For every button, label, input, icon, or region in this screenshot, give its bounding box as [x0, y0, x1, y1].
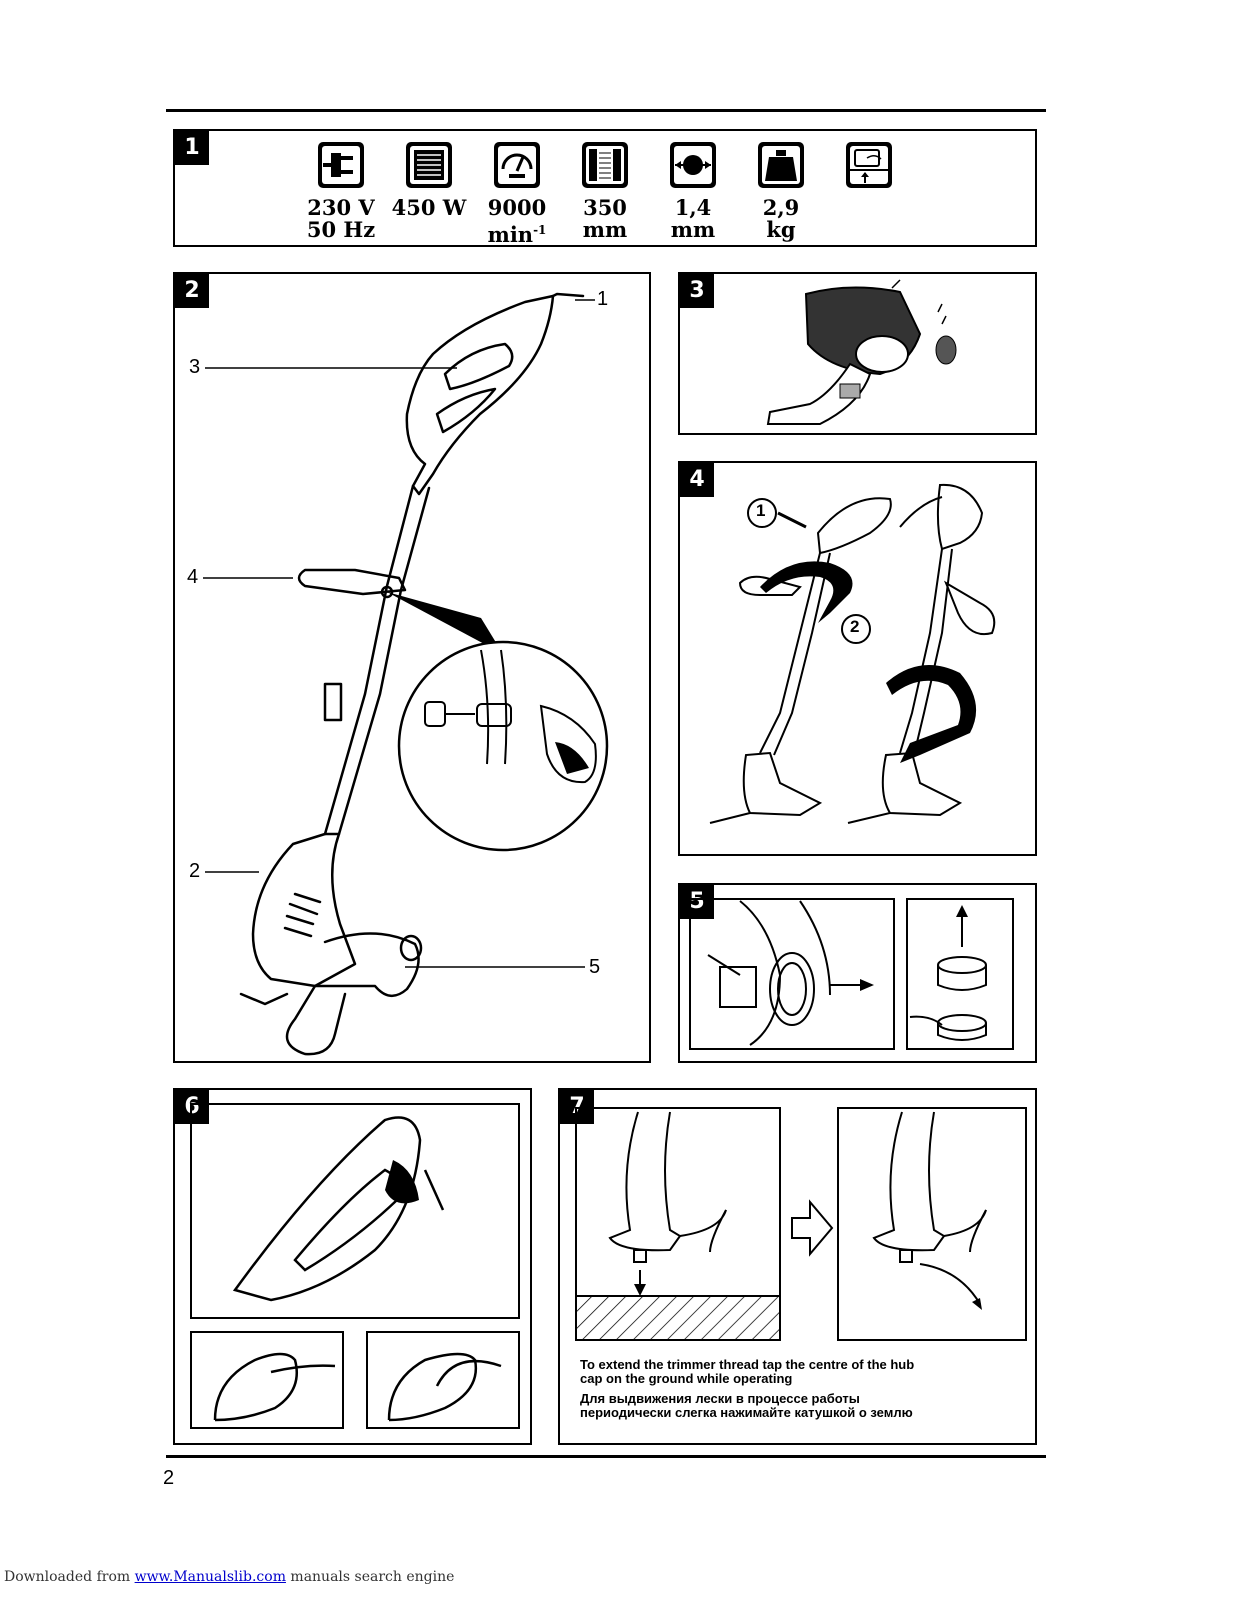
footer: Downloaded from www.Manualslib.com manua… — [4, 1569, 454, 1585]
cutting-width-icon — [582, 142, 628, 188]
line-threading-illustration — [190, 1103, 520, 1429]
callout-step-2: 2 — [850, 617, 860, 636]
panel-5-spool-removal: 5 — [678, 883, 1037, 1063]
spec-weight-unit: kg — [766, 217, 796, 242]
spec-speed: 9000 min-1 — [477, 141, 557, 246]
spec-line-diameter: 1,4 mm — [653, 141, 733, 241]
spec-speed-unit-base: min — [487, 222, 534, 247]
spool-removal-illustration — [689, 898, 1014, 1050]
caption-english: To extend the trimmer thread tap the cen… — [580, 1357, 915, 1386]
callout-label-4: 4 — [187, 566, 199, 588]
caption-russian: Для выдвижения лески в процессе работы п… — [580, 1391, 913, 1420]
weight-icon — [758, 142, 804, 188]
top-rule — [166, 109, 1046, 112]
panel-number: 4 — [680, 463, 714, 497]
panel-number: 1 — [175, 131, 209, 165]
panel-7-bump-feed: 7 To extend the trimmer thread tap the c… — [558, 1088, 1037, 1445]
footer-prefix: Downloaded from — [4, 1569, 135, 1585]
spec-cord-hook — [829, 141, 909, 189]
panel-6-line-threading: 6 — [173, 1088, 532, 1445]
speedometer-icon — [494, 142, 540, 188]
spec-weight-value: 2,9 — [762, 195, 800, 220]
panel-4-handle-adjustment: 4 1 2 — [678, 461, 1037, 856]
panel-3-guard-fitting: 3 — [678, 272, 1037, 435]
bottom-rule — [166, 1455, 1046, 1458]
motor-icon — [406, 142, 452, 188]
spec-frequency-value: 50 Hz — [306, 217, 376, 242]
bump-feed-illustration — [575, 1107, 1027, 1341]
guard-fitting-illustration — [766, 279, 957, 425]
callout-step-1: 1 — [756, 501, 766, 520]
spec-line-diameter-value: 1,4 — [674, 195, 712, 220]
spec-speed-value: 9000 — [487, 195, 547, 220]
spec-line-diameter-unit: mm — [670, 217, 716, 242]
handle-adjustment-illustration — [709, 483, 996, 824]
spec-power: 450 W — [389, 141, 469, 219]
cord-hook-icon — [846, 142, 892, 188]
spec-cutting-width-value: 350 — [583, 195, 627, 220]
spec-cutting-width: 350 mm — [565, 141, 645, 241]
callout-label-2: 2 — [189, 860, 201, 882]
spec-speed-unit-exponent: -1 — [533, 223, 547, 237]
spec-weight: 2,9 kg — [741, 141, 821, 241]
panel-number: 2 — [175, 274, 209, 308]
panel-1-specifications: 1 230 V 50 Hz 450 W 9000 min-1 — [173, 129, 1037, 247]
panel-number: 5 — [680, 885, 714, 919]
plug-icon — [318, 142, 364, 188]
spec-power-value: 450 W — [391, 195, 467, 220]
line-diameter-icon — [670, 142, 716, 188]
footer-suffix: manuals search engine — [285, 1569, 455, 1585]
panel-number: 3 — [680, 274, 714, 308]
callout-label-1: 1 — [597, 288, 609, 310]
spec-cutting-width-unit: mm — [582, 217, 628, 242]
spec-voltage: 230 V 50 Hz — [301, 141, 381, 241]
spec-voltage-value: 230 V — [307, 195, 375, 220]
callout-label-5: 5 — [589, 956, 601, 978]
callout-label-3: 3 — [189, 356, 201, 378]
spec-speed-unit: min-1 — [477, 219, 557, 246]
trimmer-overview-illustration — [203, 292, 609, 1056]
panel-2-overview: 2 — [173, 272, 651, 1063]
footer-link[interactable]: www.Manualslib.com — [134, 1569, 286, 1585]
page-number: 2 — [163, 1467, 175, 1489]
